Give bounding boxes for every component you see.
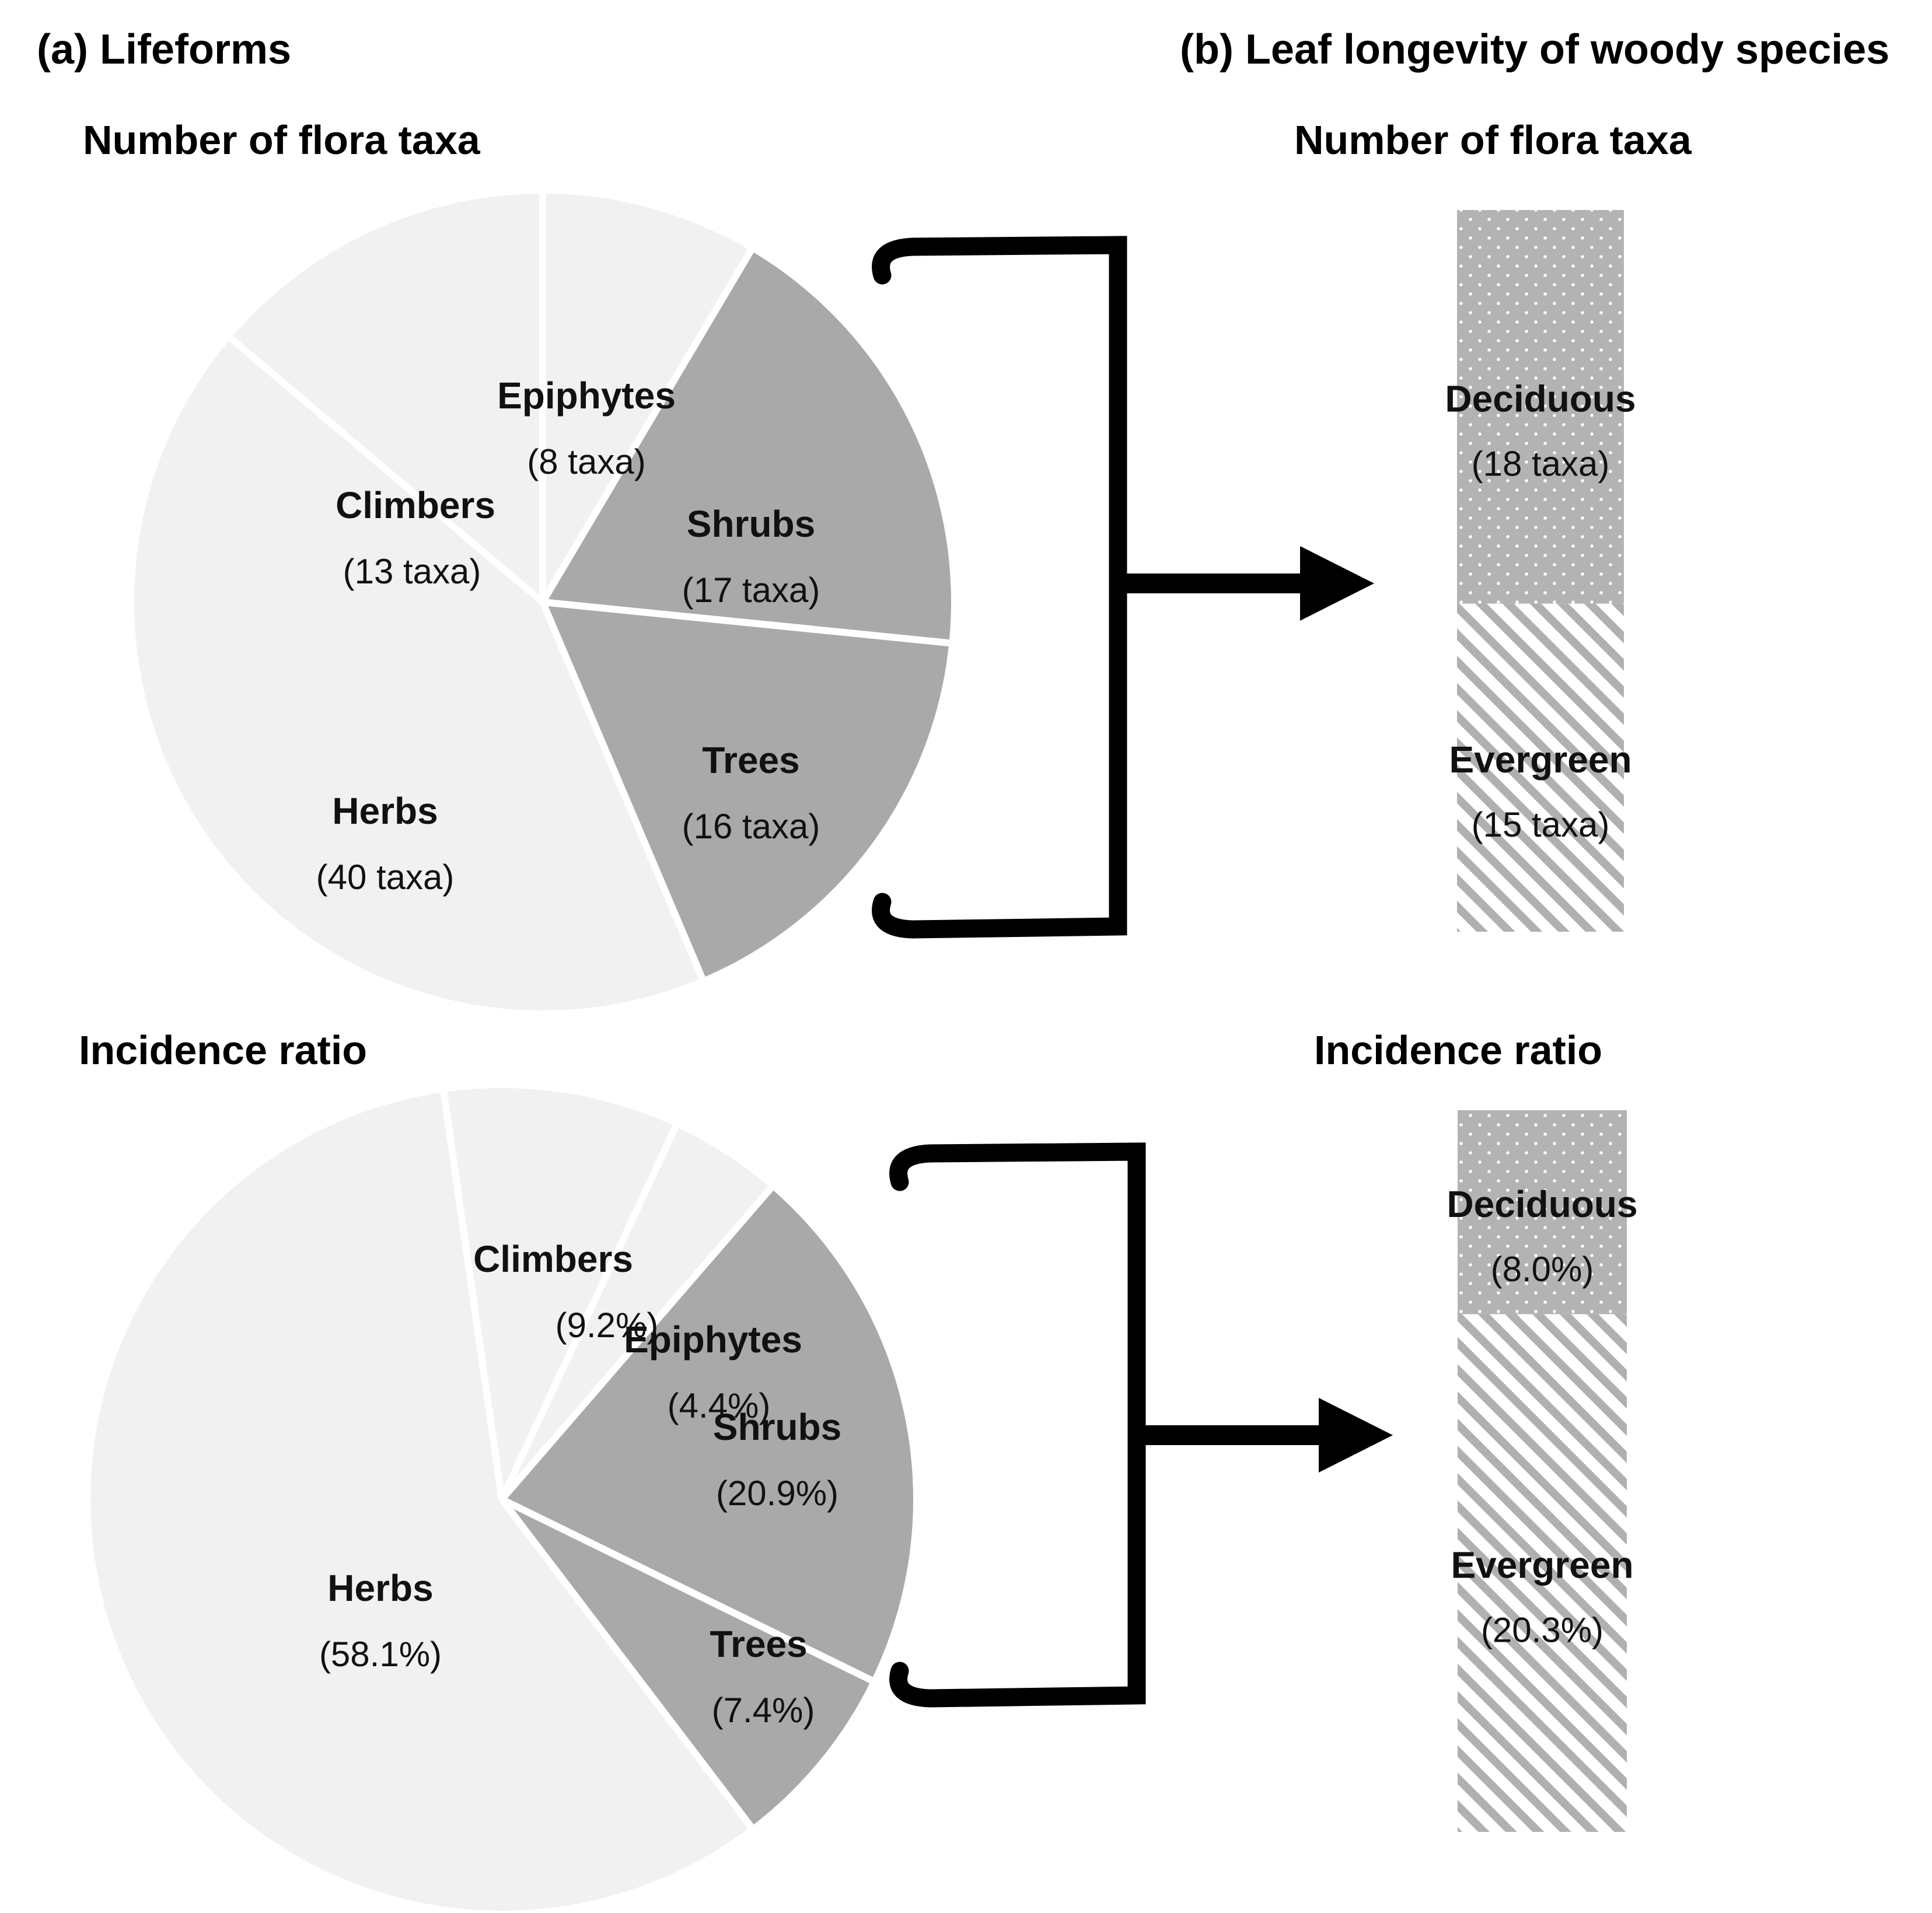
bracket-bottom (889, 1142, 1146, 1708)
pie-value-lifeforms-taxa-pie-trees: (16 taxa) (682, 807, 820, 846)
pie-label-lifeforms-incidence-pie-shrubs: Shrubs (713, 1406, 841, 1448)
pie-value-lifeforms-incidence-pie-epiphytes: (4.4%) (668, 1386, 771, 1425)
bar-segment-leaf-longevity-incidence-bar-deciduous (1458, 1110, 1627, 1314)
bar-value-leaf-longevity-taxa-bar-evergreen: (15 taxa) (1472, 805, 1610, 844)
panel-a-heading: (a) Lifeforms (37, 26, 292, 73)
pie-value-lifeforms-incidence-pie-shrubs: (20.9%) (716, 1474, 839, 1513)
pie-slice-lifeforms-taxa-pie-epiphytes (543, 194, 751, 602)
pie-slice-lifeforms-incidence-pie-epiphytes (502, 1127, 771, 1499)
pie-slice-lifeforms-incidence-pie-shrubs (502, 1188, 913, 1680)
bar-incidence-title: Incidence ratio (1314, 1027, 1603, 1073)
pie-separator-lifeforms-incidence-pie (498, 1125, 679, 1501)
pie-value-lifeforms-incidence-pie-trees: (7.4%) (712, 1691, 815, 1730)
pie-label-lifeforms-incidence-pie-herbs: Herbs (327, 1567, 433, 1609)
pie-separator-lifeforms-taxa-pie (539, 249, 754, 604)
pie-slice-lifeforms-taxa-pie-climbers (230, 194, 543, 602)
bar-label-leaf-longevity-incidence-bar-evergreen: Evergreen (1451, 1544, 1633, 1586)
pie-slice-lifeforms-taxa-pie-trees (543, 602, 949, 978)
bar-label-leaf-longevity-taxa-bar-evergreen: Evergreen (1449, 739, 1631, 781)
pie-label-lifeforms-taxa-pie-shrubs: Shrubs (687, 503, 815, 545)
pie-label-lifeforms-incidence-pie-trees: Trees (710, 1623, 807, 1665)
bar-value-leaf-longevity-incidence-bar-deciduous: (8.0%) (1491, 1250, 1594, 1289)
pie-incidence-title: Incidence ratio (79, 1027, 368, 1073)
pie-value-lifeforms-taxa-pie-shrubs: (17 taxa) (682, 571, 820, 610)
pie-slice-lifeforms-incidence-pie-trees (502, 1499, 872, 1827)
pie-label-lifeforms-taxa-pie-climbers: Climbers (336, 484, 495, 526)
pie-value-lifeforms-taxa-pie-epiphytes: (8 taxa) (527, 442, 645, 481)
arrow-head-icon (1319, 1398, 1393, 1473)
pie-slice-lifeforms-incidence-pie-herbs (90, 1092, 752, 1911)
bar-value-leaf-longevity-incidence-bar-evergreen: (20.3%) (1481, 1610, 1603, 1649)
pie-slice-lifeforms-taxa-pie-shrubs (543, 250, 951, 644)
pie-separator-lifeforms-taxa-pie (539, 600, 705, 980)
bar-taxa-title: Number of flora taxa (1294, 117, 1692, 163)
bar-value-leaf-longevity-taxa-bar-deciduous: (18 taxa) (1472, 444, 1610, 483)
panel-b-heading: (b) Leaf longevity of woody species (1180, 26, 1890, 73)
pie-label-lifeforms-taxa-pie-epiphytes: Epiphytes (497, 375, 676, 417)
pie-separator-lifeforms-taxa-pie (228, 335, 545, 605)
arrow-head-icon (1300, 546, 1374, 621)
bar-segment-leaf-longevity-incidence-bar-evergreen (1458, 1314, 1627, 1832)
bar-label-leaf-longevity-taxa-bar-deciduous: Deciduous (1445, 377, 1636, 419)
pie-separator-lifeforms-incidence-pie (499, 1497, 754, 1829)
pie-label-lifeforms-taxa-pie-trees: Trees (702, 739, 799, 781)
pie-value-lifeforms-incidence-pie-climbers: (9.2%) (556, 1306, 659, 1345)
pie-label-lifeforms-incidence-pie-epiphytes: Epiphytes (624, 1319, 802, 1361)
pie-taxa-title: Number of flora taxa (83, 117, 480, 163)
pie-value-lifeforms-taxa-pie-climbers: (13 taxa) (343, 552, 481, 591)
pie-separator-lifeforms-taxa-pie (542, 599, 950, 647)
pie-separator-lifeforms-incidence-pie (440, 1092, 505, 1500)
bar-segment-leaf-longevity-taxa-bar-evergreen (1457, 603, 1624, 932)
bar-label-leaf-longevity-incidence-bar-deciduous: Deciduous (1447, 1183, 1637, 1225)
pie-slice-lifeforms-taxa-pie-herbs (134, 338, 703, 1010)
pie-label-lifeforms-taxa-pie-herbs: Herbs (332, 790, 438, 832)
pie-separator-lifeforms-incidence-pie (499, 1185, 774, 1502)
pie-separator-lifeforms-incidence-pie (500, 1496, 873, 1684)
pie-value-lifeforms-taxa-pie-herbs: (40 taxa) (316, 858, 455, 897)
pie-value-lifeforms-incidence-pie-herbs: (58.1%) (319, 1635, 442, 1674)
pie-label-lifeforms-incidence-pie-climbers: Climbers (473, 1238, 633, 1280)
pie-slice-lifeforms-incidence-pie-climbers (443, 1087, 676, 1499)
bar-segment-leaf-longevity-taxa-bar-deciduous (1457, 210, 1624, 604)
